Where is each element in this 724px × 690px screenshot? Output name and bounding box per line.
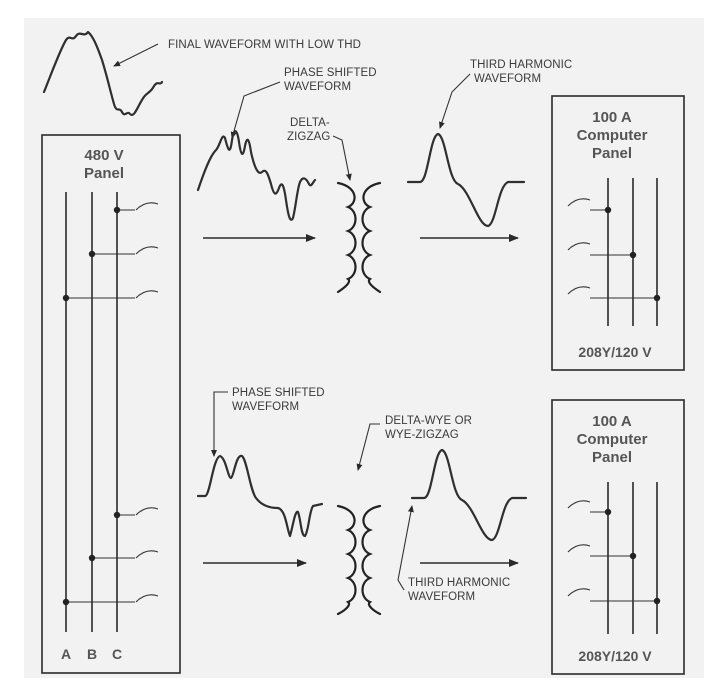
delta-wye-label: DELTA-WYE OR [385,415,472,427]
transformer-delta-wye [336,504,382,616]
tap-dot [629,251,637,259]
tap-dot [88,250,96,258]
top-branch: PHASE SHIFTED WAVEFORM DELTA- ZIGZAG THI… [196,59,572,294]
phase-shifted-waveform-bottom [196,454,324,538]
tap-dot [604,508,612,516]
delta-zigzag-label-2: ZIGZAG [287,131,330,143]
top-computer-panel: 100 A Computer Panel 208Y/120 V [551,95,685,371]
bottom-panel-title-2: Panel [592,449,632,466]
phase-shifted-waveform-top [196,130,317,221]
top-panel-rating-amps: 100 A [592,109,632,126]
bottom-branch: PHASE SHIFTED WAVEFORM DELTA-WYE OR WYE-… [196,387,528,616]
tap-dot [88,554,96,562]
top-panel-title-2: Panel [592,145,632,162]
bottom-panel-frame [551,399,685,675]
final-waveform [42,30,164,116]
phase-a-label: A [61,646,71,662]
top-panel-title: Computer [577,127,648,144]
bottom-panel-voltage: 208Y/120 V [578,648,652,664]
phase-c-label: C [112,646,122,662]
tap-dot [604,206,612,214]
bottom-computer-panel: 100 A Computer Panel 208Y/120 V [551,399,685,675]
phase-shifted-label-bottom: PHASE SHIFTED [232,387,325,399]
third-harmonic-label-top: THIRD HARMONIC [470,59,572,71]
third-harmonic-label-top-2: WAVEFORM [474,73,541,85]
phase-b-label: B [87,646,97,662]
third-harmonic-waveform-bottom [410,448,528,542]
top-panel-voltage: 208Y/120 V [578,344,652,360]
phase-shifted-label-top-2: WAVEFORM [284,81,351,93]
tap-dot [62,294,70,302]
background-frame [24,18,704,678]
tap-dot [113,206,121,214]
phase-shifted-label-bottom-2: WAVEFORM [232,401,299,413]
tap-dot [629,552,637,560]
bottom-panel-rating-amps: 100 A [592,413,632,430]
top-panel-frame [551,95,685,371]
transformer-delta-zigzag [336,181,382,294]
main-panel-title: Panel [84,165,124,182]
tap-dot [653,597,661,605]
main-panel: 480 V Panel A B C [41,134,181,674]
main-panel-frame [41,134,181,674]
third-harmonic-label-bottom: THIRD HARMONIC [408,577,510,589]
main-panel-title-voltage: 480 V [84,147,123,164]
tap-dot [653,294,661,302]
delta-zigzag-label: DELTA- [290,117,330,129]
tap-dot [62,598,70,606]
third-harmonic-label-bottom-2: WAVEFORM [408,591,475,603]
delta-wye-label-2: WYE-ZIGZAG [385,429,459,441]
phase-shifted-label-top: PHASE SHIFTED [284,67,377,79]
bottom-panel-title: Computer [577,431,648,448]
tap-dot [113,511,121,519]
final-waveform-label: FINAL WAVEFORM WITH LOW THD [168,39,361,51]
third-harmonic-waveform-top [406,132,526,228]
